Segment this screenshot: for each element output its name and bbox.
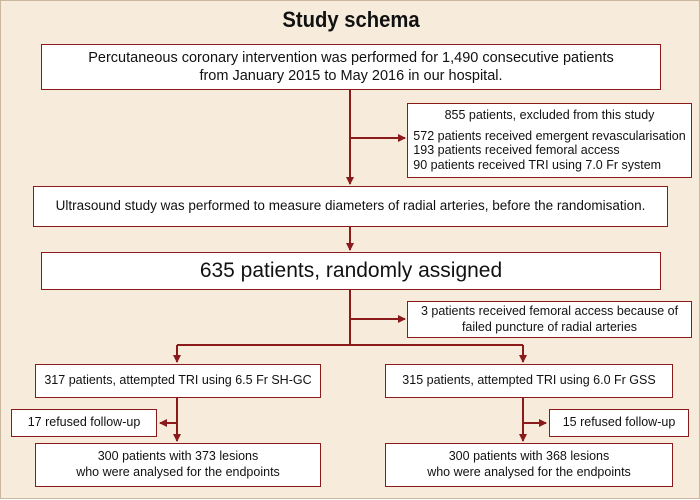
excluded-box: 855 patients, excluded from this study 5… [407,103,692,178]
failed-puncture-line-2: failed puncture of radial arteries [461,319,638,334]
excluded-item-emergent: 572 patients received emergent revascula… [413,128,686,143]
pci-line-1: Percutaneous coronary intervention was p… [88,49,614,66]
randomised-text: 635 patients, randomly assigned [199,258,503,282]
diagram-title: Study schema [282,7,420,32]
right-refused-box: 15 refused follow-up [549,409,689,437]
left-analysed-line-2: who were analysed for the endpoints [76,465,280,479]
right-arm-text: 315 patients, attempted TRI using 6.0 Fr… [402,373,656,388]
failed-puncture-line-1: 3 patients received femoral access becau… [420,303,679,318]
right-analysed-line-2: who were analysed for the endpoints [427,465,631,479]
left-refused-text: 17 refused follow-up [27,415,141,430]
excluded-header: 855 patients, excluded from this study [444,108,655,123]
left-refused-box: 17 refused follow-up [11,409,157,437]
right-analysed-line-1: 300 patients with 368 lesions [448,449,610,464]
right-analysed-box: 300 patients with 368 lesions who were a… [385,443,673,487]
right-refused-text: 15 refused follow-up [562,415,676,430]
left-arm-box: 317 patients, attempted TRI using 6.5 Fr… [35,364,321,398]
excluded-item-femoral: 193 patients received femoral access [413,143,620,158]
excluded-item-7fr: 90 patients received TRI using 7.0 Fr sy… [413,158,662,173]
randomised-box: 635 patients, randomly assigned [41,252,661,290]
left-analysed-line-1: 300 patients with 373 lesions [97,449,259,464]
right-arm-box: 315 patients, attempted TRI using 6.0 Fr… [385,364,673,398]
left-analysed-box: 300 patients with 373 lesions who were a… [35,443,321,487]
failed-puncture-box: 3 patients received femoral access becau… [407,301,692,338]
left-arm-text: 317 patients, attempted TRI using 6.5 Fr… [44,373,312,388]
pci-box: Percutaneous coronary intervention was p… [41,44,661,90]
pci-line-2: from January 2015 to May 2016 in our hos… [199,68,503,84]
ultrasound-box: Ultrasound study was performed to measur… [33,186,668,227]
ultrasound-text: Ultrasound study was performed to measur… [55,198,646,214]
